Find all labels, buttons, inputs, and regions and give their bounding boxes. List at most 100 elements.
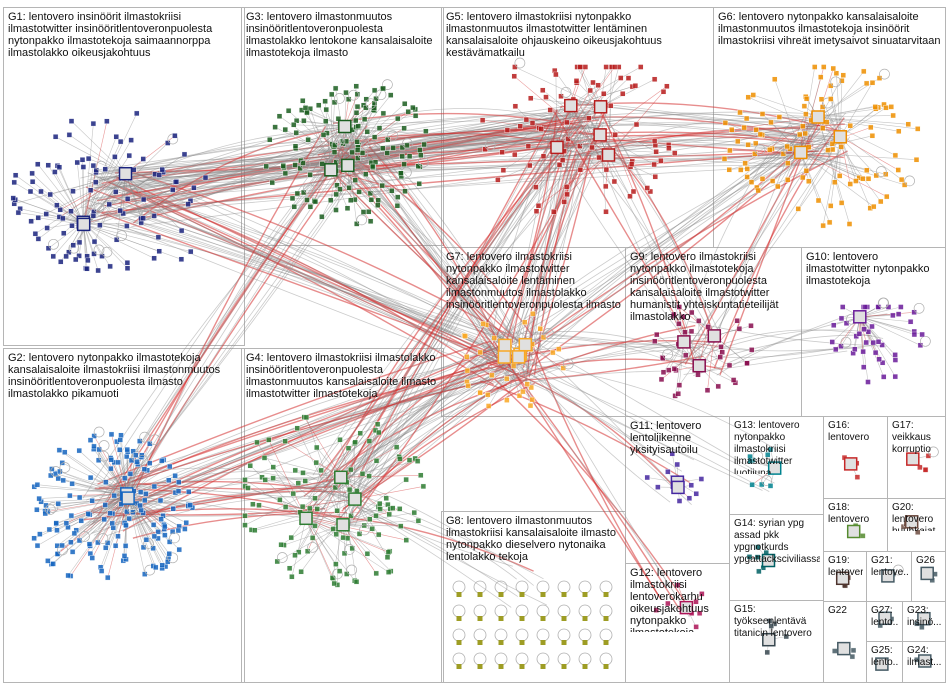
node-g5 xyxy=(556,161,563,168)
edge-g4-g7 xyxy=(323,345,491,489)
node-g4 xyxy=(403,476,409,483)
edge-g4 xyxy=(305,448,349,519)
node-g4 xyxy=(312,495,318,501)
self-loop-g13 xyxy=(761,475,773,486)
edge-g1 xyxy=(83,224,182,260)
node-g8 xyxy=(582,664,588,669)
node-g2 xyxy=(169,528,176,535)
node-g6 xyxy=(797,131,803,138)
self-loop-g8 xyxy=(536,580,550,594)
node-g3 xyxy=(294,190,301,197)
node-g4 xyxy=(420,483,427,490)
node-g1 xyxy=(185,201,191,208)
edge-g4 xyxy=(249,465,307,519)
node-g1 xyxy=(52,169,58,175)
node-g6 xyxy=(915,126,921,132)
node-g4 xyxy=(288,534,294,541)
node-g2 xyxy=(91,443,97,450)
node-g2 xyxy=(133,452,139,458)
self-loop-g8 xyxy=(536,652,550,666)
hub-node-g7 xyxy=(511,350,526,364)
node-g6 xyxy=(744,166,750,172)
node-g10 xyxy=(861,326,867,332)
edge-g4-g5 xyxy=(316,136,598,472)
node-g13 xyxy=(747,453,753,460)
node-g1 xyxy=(72,256,79,263)
node-g8 xyxy=(603,616,609,621)
node-g4 xyxy=(377,500,383,507)
node-g6 xyxy=(892,152,899,159)
node-g10 xyxy=(865,379,871,385)
node-g5 xyxy=(499,149,505,155)
node-g6 xyxy=(769,178,776,184)
edge-g2 xyxy=(126,493,166,567)
node-g1 xyxy=(124,265,131,271)
node-g9 xyxy=(652,338,658,344)
node-g11 xyxy=(655,484,661,490)
node-g4 xyxy=(270,464,276,470)
edge-g2 xyxy=(51,468,127,495)
hub-node-g22 xyxy=(837,641,851,656)
node-g1 xyxy=(95,267,101,274)
edge-g2 xyxy=(101,497,129,572)
node-g4 xyxy=(318,467,324,474)
node-g3 xyxy=(319,161,325,167)
node-g2 xyxy=(122,543,129,549)
hub-node-g7 xyxy=(518,337,533,352)
node-g4 xyxy=(277,497,283,503)
node-g2 xyxy=(116,447,123,453)
node-g3 xyxy=(402,101,408,107)
node-g1 xyxy=(68,118,75,124)
node-g5 xyxy=(611,178,618,185)
node-g7 xyxy=(537,326,543,332)
node-g3 xyxy=(344,205,351,211)
edge-g1 xyxy=(125,173,189,205)
edge-g6-g7 xyxy=(522,148,800,353)
edge-g4 xyxy=(354,458,416,500)
node-g8 xyxy=(519,640,525,645)
edge-g9 xyxy=(674,341,685,396)
node-g2 xyxy=(53,520,59,526)
edge-g1 xyxy=(83,222,128,269)
edge-g6 xyxy=(800,152,864,179)
node-g9 xyxy=(717,354,723,360)
node-g7 xyxy=(530,311,536,317)
node-g4 xyxy=(282,504,289,510)
node-g5 xyxy=(577,64,583,70)
node-g2 xyxy=(43,502,49,509)
hub-node-g9 xyxy=(692,358,706,373)
node-g5 xyxy=(603,166,610,173)
node-g8 xyxy=(540,616,546,621)
edge-g5 xyxy=(570,66,641,106)
node-g2 xyxy=(123,522,129,529)
node-g3 xyxy=(375,197,381,204)
edge-g3-g7 xyxy=(367,169,498,339)
node-g3 xyxy=(417,147,423,153)
node-g3 xyxy=(282,170,289,177)
hub-node-g5 xyxy=(593,100,608,114)
edge-g5-g9 xyxy=(552,110,687,334)
node-g15 xyxy=(783,633,789,640)
node-g1 xyxy=(181,151,188,158)
node-g9 xyxy=(704,387,711,393)
node-g6 xyxy=(825,147,831,153)
self-loop-g8 xyxy=(557,604,571,618)
node-g4 xyxy=(366,473,372,479)
edge-g6 xyxy=(817,116,850,225)
node-g5 xyxy=(660,88,667,95)
edge-g3-g5 xyxy=(361,114,586,135)
node-g6 xyxy=(800,123,806,129)
hub-node-g21 xyxy=(881,569,895,583)
edge-g2 xyxy=(52,493,128,565)
edge-g9 xyxy=(683,316,700,366)
hub-node-g26 xyxy=(920,566,934,581)
edge-g1 xyxy=(59,167,84,225)
edge-g1-g7 xyxy=(123,186,512,363)
edge-g5 xyxy=(566,154,609,195)
node-g3 xyxy=(353,117,359,124)
node-g6 xyxy=(759,176,766,182)
node-g7 xyxy=(504,397,510,403)
node-g6 xyxy=(847,122,853,129)
node-g6 xyxy=(738,167,744,173)
node-g4 xyxy=(314,444,320,451)
